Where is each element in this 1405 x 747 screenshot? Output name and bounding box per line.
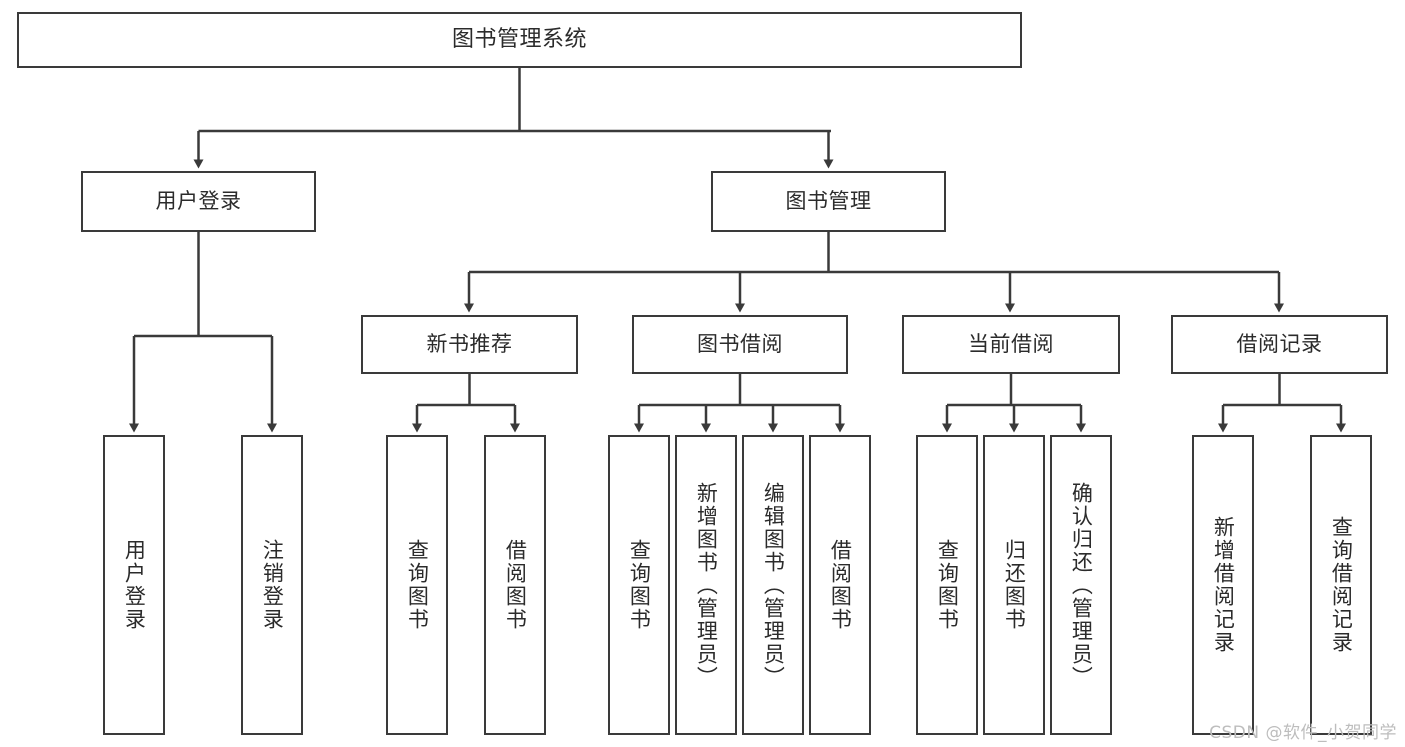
node-label: 借阅图书 (828, 539, 853, 631)
connector-records-to-leaves (1218, 374, 1346, 433)
node-label: 图书管理 (785, 189, 872, 214)
node-label: 图书借阅 (697, 332, 783, 357)
node-label: 借阅记录 (1236, 332, 1323, 357)
leaf-user-logout[interactable]: 注销登录 (241, 435, 303, 735)
node-label: 确认归还（管理员） (1069, 481, 1094, 689)
node-label: 新增借阅记录 (1211, 516, 1236, 654)
leaf-query-book-current[interactable]: 查询图书 (916, 435, 978, 735)
connector-root-to-level2 (193, 68, 834, 169)
node-root-system[interactable]: 图书管理系统 (17, 12, 1022, 68)
leaf-edit-book-admin[interactable]: 编辑图书（管理员） (742, 435, 804, 735)
node-borrow-records[interactable]: 借阅记录 (1171, 315, 1388, 374)
node-label: 借阅图书 (503, 539, 528, 631)
leaf-query-book-recommend[interactable]: 查询图书 (386, 435, 448, 735)
leaf-query-book-borrow[interactable]: 查询图书 (608, 435, 670, 735)
connector-user-login-to-leaves (129, 232, 277, 433)
node-label: 图书管理系统 (451, 27, 587, 53)
node-book-borrow[interactable]: 图书借阅 (632, 315, 848, 374)
node-label: 查询图书 (405, 539, 430, 631)
leaf-add-book-admin[interactable]: 新增图书（管理员） (675, 435, 737, 735)
connector-current-borrow-to-leaves (942, 374, 1086, 433)
connector-book-mgmt-to-level3 (464, 232, 1284, 313)
leaf-borrow-book-recommend[interactable]: 借阅图书 (484, 435, 546, 735)
node-user-login[interactable]: 用户登录 (81, 171, 316, 232)
leaf-query-borrow-record[interactable]: 查询借阅记录 (1310, 435, 1372, 735)
node-label: 查询借阅记录 (1329, 516, 1354, 654)
leaf-user-login[interactable]: 用户登录 (103, 435, 165, 735)
node-book-management[interactable]: 图书管理 (711, 171, 946, 232)
node-current-borrow[interactable]: 当前借阅 (902, 315, 1120, 374)
node-label: 查询图书 (935, 539, 960, 631)
leaf-return-book[interactable]: 归还图书 (983, 435, 1045, 735)
node-label: 新增图书（管理员） (694, 481, 719, 689)
node-label: 用户登录 (155, 189, 242, 214)
node-label: 当前借阅 (968, 332, 1054, 357)
leaf-add-borrow-record[interactable]: 新增借阅记录 (1192, 435, 1254, 735)
leaf-confirm-return-admin[interactable]: 确认归还（管理员） (1050, 435, 1112, 735)
node-label: 注销登录 (260, 539, 285, 631)
connector-borrow-to-leaves (634, 374, 845, 433)
node-label: 编辑图书（管理员） (761, 481, 786, 689)
leaf-borrow-book[interactable]: 借阅图书 (809, 435, 871, 735)
node-new-book-recommend[interactable]: 新书推荐 (361, 315, 578, 374)
node-label: 用户登录 (122, 539, 147, 631)
connector-new-books-to-leaves (412, 374, 520, 433)
node-label: 新书推荐 (426, 332, 513, 357)
node-label: 查询图书 (627, 539, 652, 631)
node-label: 归还图书 (1002, 539, 1027, 631)
